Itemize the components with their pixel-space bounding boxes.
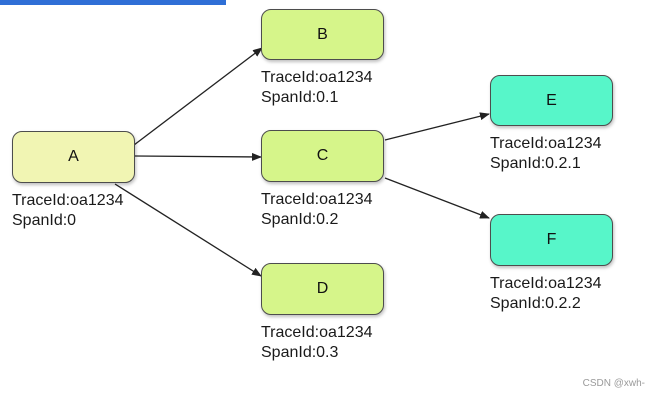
node-c-caption: TraceId:oa1234 SpanId:0.2 <box>261 190 372 230</box>
node-e-label: E <box>546 91 557 109</box>
node-a-caption: TraceId:oa1234 SpanId:0 <box>12 191 123 231</box>
watermark-text: CSDN @xwh- <box>582 378 645 389</box>
node-f: F <box>490 214 613 266</box>
node-b: B <box>261 9 384 60</box>
node-c-label: C <box>316 147 329 164</box>
node-d: D <box>261 263 384 315</box>
node-c-trace: TraceId:oa1234 <box>261 191 373 208</box>
node-e-span: SpanId:0.2.1 <box>490 155 581 172</box>
node-a-label: A <box>68 148 79 165</box>
node-b-trace: TraceId:oa1234 <box>261 69 373 86</box>
node-a-trace: TraceId:oa1234 <box>12 192 124 209</box>
edge-c-e <box>384 112 490 141</box>
node-f-span: SpanId:0.2.2 <box>490 295 581 312</box>
node-f-caption: TraceId:oa1234 SpanId:0.2.2 <box>490 274 601 314</box>
node-e: E <box>490 75 613 126</box>
node-b-label: B <box>317 25 328 43</box>
node-c: C <box>261 130 384 182</box>
edge-a-d <box>114 183 262 277</box>
node-e-trace: TraceId:oa1234 <box>490 135 602 152</box>
node-c-span: SpanId:0.2 <box>261 211 339 228</box>
node-b-caption: TraceId:oa1234 SpanId:0.1 <box>261 68 372 108</box>
node-b-span: SpanId:0.1 <box>261 89 339 106</box>
edge-a-c <box>134 152 262 161</box>
node-a: A <box>12 131 135 183</box>
node-e-caption: TraceId:oa1234 SpanId:0.2.1 <box>490 134 601 174</box>
node-a-span: SpanId:0 <box>12 212 77 229</box>
node-d-caption: TraceId:oa1234 SpanId:0.3 <box>261 323 372 363</box>
node-d-trace: TraceId:oa1234 <box>261 324 373 341</box>
edge-a-b <box>133 47 263 146</box>
edge-c-f <box>384 177 490 219</box>
top-accent-bar <box>0 0 226 5</box>
node-f-trace: TraceId:oa1234 <box>490 275 602 292</box>
node-d-span: SpanId:0.3 <box>261 344 339 361</box>
node-f-label: F <box>546 231 557 248</box>
node-d-label: D <box>316 280 329 297</box>
